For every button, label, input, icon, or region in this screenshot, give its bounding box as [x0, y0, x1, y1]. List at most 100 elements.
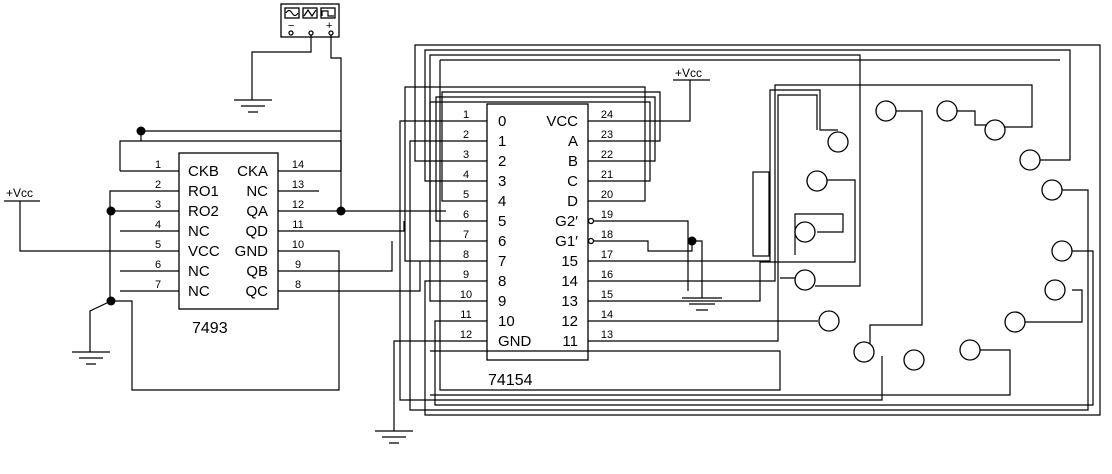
wire-ground-left [89, 250, 340, 391]
chip-7493-left-pin-number: 7 [155, 279, 161, 291]
wire-inner-loop [794, 213, 844, 255]
chip-7493-left-pin-number: 3 [155, 199, 161, 211]
chip-7493-left-pin-label: NC [188, 223, 210, 240]
chip-7493-right-pin-number: 10 [292, 239, 304, 251]
chip-74154-left-pin-label: 1 [498, 133, 506, 150]
chip-7493-right-pin-number: 8 [295, 279, 301, 291]
led-5 [1051, 240, 1073, 262]
led-11 [818, 310, 840, 332]
wire-c [429, 101, 651, 242]
chip-74154-left-pin-label: 2 [498, 153, 506, 170]
chip-74154-right-pin-number: 16 [601, 269, 613, 281]
signal-generator: − + [280, 3, 340, 38]
chip-74154-right-pin-label: VCC [546, 113, 578, 130]
chip-74154-right-pin-label: C [567, 173, 578, 190]
chip-74154-right-pin-number: 20 [601, 189, 613, 201]
chip-74154-right-pin-number: 21 [601, 169, 613, 181]
wire-bundle-5 [429, 54, 861, 302]
led-7 [1004, 311, 1026, 333]
chip-74154-right-pin-number: 19 [601, 209, 613, 221]
generator-terminal-minus [288, 30, 294, 36]
chip-74154-right-pin-label: 14 [561, 273, 578, 290]
vcc-left-label: +Vcc [6, 186, 33, 200]
chip-74154-left-pin-number: 5 [463, 189, 469, 201]
wire-reset [109, 190, 120, 301]
chip-74154-right-pin-label: B [568, 153, 578, 170]
chip-74154-left-pin-number: 11 [460, 309, 471, 321]
wire-qc [319, 261, 421, 292]
wire-out-11 [628, 94, 818, 342]
led-0 [875, 100, 897, 122]
wire-qd [319, 221, 405, 232]
chip-7493-right-pin-label: QA [246, 203, 268, 220]
chip-7493-left-pin-label: RO1 [188, 183, 219, 200]
wire-vcc-left [4, 200, 120, 252]
resistor-block [752, 171, 770, 257]
chip-74154-left-pin-number: 9 [463, 269, 469, 281]
wire-out-15 [628, 89, 838, 262]
generator-plus-label: + [326, 20, 332, 32]
inversion-bubble-g2 [587, 217, 595, 225]
vcc-top-label: +Vcc [675, 66, 702, 80]
chip-74154-right-pin-label: D [567, 193, 578, 210]
generator-terminal-plus [328, 30, 334, 36]
wire-bundle-2 [409, 140, 1089, 411]
chip-7493-right-pin-number: 11 [292, 219, 303, 231]
led-3 [1019, 149, 1041, 171]
wire-led-ring-2 [955, 110, 990, 126]
wire-bundle-3 [414, 44, 1101, 416]
chip-7493-left-pin-label: VCC [188, 243, 220, 260]
chip-74154-right-pin-number: 23 [601, 129, 613, 141]
chip-74154-right-pin-label: 13 [561, 293, 578, 310]
chip-74154-left-pin-number: 7 [463, 229, 469, 241]
chip-74154-right-pin-number: 14 [601, 309, 613, 321]
chip-7493-left-pin-number: 5 [155, 239, 161, 251]
wire-g1 [628, 240, 693, 252]
chip-74154-left-pin-label: 7 [498, 253, 506, 270]
chip-7493-right-pin-number: 14 [292, 159, 304, 171]
chip-74154-left-pin-number: 1 [463, 109, 469, 121]
wire-74154-gnd [393, 340, 446, 431]
chip-74154-name: 74154 [488, 372, 533, 389]
wire-led-ring-3 [1025, 289, 1083, 323]
led-6 [1044, 279, 1066, 301]
chip-7493-right-pin-number: 13 [292, 179, 304, 191]
wire-led-ring-4 [430, 349, 1011, 396]
chip-74154-left-pin-number: 8 [463, 249, 469, 261]
chip-74154-left-pin-number: 6 [463, 209, 469, 221]
chip-74154-left-pin-label: 4 [498, 193, 506, 210]
chip-74154-left-pin-number: 3 [463, 149, 469, 161]
chip-74154-right-pin-label: G1′ [555, 233, 578, 250]
wire-qb [319, 241, 393, 272]
chip-7493-left-pin-number: 2 [155, 179, 161, 191]
chip-7493-right-pin-number: 12 [292, 199, 304, 211]
chip-7493-name: 7493 [192, 320, 228, 337]
chip-74154-right-pin-number: 17 [601, 249, 613, 261]
chip-74154-left-pin-number: 4 [463, 169, 469, 181]
ground-symbol-1 [234, 99, 272, 113]
chip-7493-left-pin-label: NC [188, 283, 210, 300]
chip-74154-left-pin-label: 3 [498, 173, 506, 190]
chip-74154-left-pin-label: 9 [498, 293, 506, 310]
wire-d [404, 86, 646, 262]
chip-7493-left-pin-number: 4 [155, 219, 161, 231]
chip-74154-right-pin-number: 22 [601, 149, 613, 161]
chip-74154-left-pin-number: 10 [460, 289, 472, 301]
chip-74154-right-pin-label: 12 [561, 313, 578, 330]
chip-7493-left-pin-label: RO2 [188, 203, 219, 220]
wire-bundle-6 [434, 250, 1094, 406]
ground-symbol-4 [375, 430, 413, 444]
chip-74154-right-pin-label: 15 [561, 253, 578, 270]
ground-symbol-2 [72, 351, 110, 365]
generator-terminal-com [308, 30, 314, 36]
chip-7493-left-pin-number: 6 [155, 259, 161, 271]
wire-out-13 [628, 179, 856, 302]
led-4 [1041, 179, 1063, 201]
wire-generator-clock [330, 35, 342, 211]
led-2 [984, 119, 1006, 141]
led-10 [853, 341, 875, 363]
chip-7493-right-pin-label: CKA [237, 163, 268, 180]
